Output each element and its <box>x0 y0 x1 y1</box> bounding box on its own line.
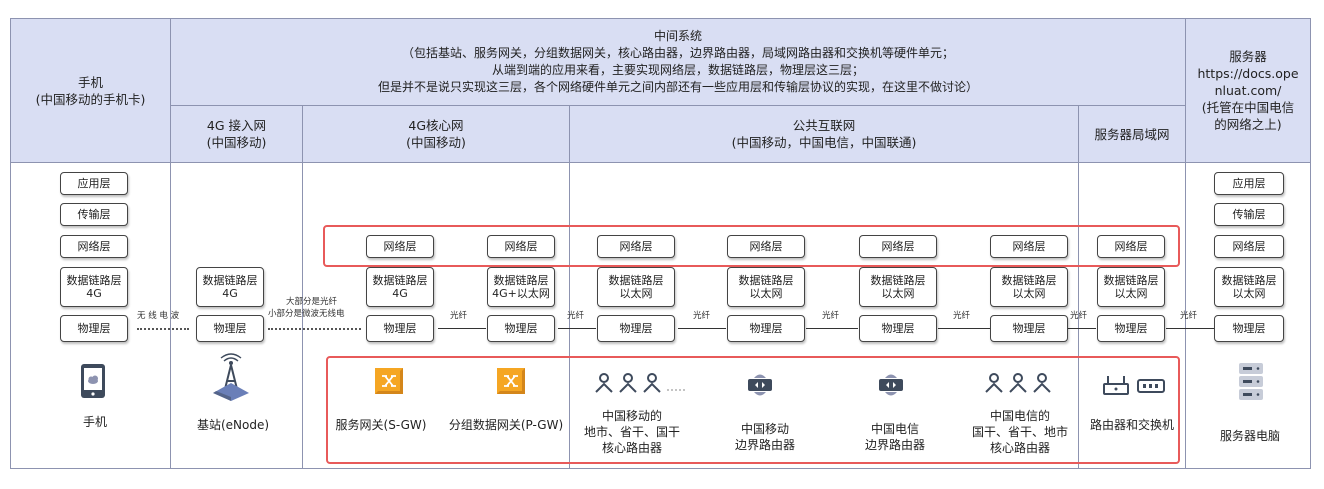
pgw-datalink-layer: 数据链路层 4G+以太网 <box>487 267 555 307</box>
fiber-link <box>558 328 596 329</box>
mostly-fiber-label: 大部分是光纤 <box>286 297 338 307</box>
microwave-label: 小部分是微波无线电 <box>268 309 345 319</box>
phone-label: 手机 <box>82 415 107 429</box>
device-highlight <box>326 356 1180 464</box>
gateway-device-icon <box>497 368 525 394</box>
fiber-link <box>438 328 486 329</box>
lan-network-layer: 网络层 <box>1097 235 1165 258</box>
base-station-physical-layer: 物理层 <box>196 315 264 342</box>
ct-core-network-layer: 网络层 <box>990 235 1068 258</box>
base-station-label: 基站(eNode) <box>196 418 270 432</box>
router-switch-icon <box>1103 376 1165 395</box>
border-router-icon <box>748 374 772 396</box>
column-divider <box>170 163 171 469</box>
header-4g-access: 4G 接入网 (中国移动) <box>170 105 303 163</box>
mobile-phone-icon <box>81 364 105 398</box>
cm-border-physical-layer: 物理层 <box>727 315 805 342</box>
cm-border-network-layer: 网络层 <box>727 235 805 258</box>
sgw-label: 服务网关(S-GW) <box>335 418 427 432</box>
base-station-datalink-layer: 数据链路层 4G <box>196 267 264 307</box>
pgw-network-layer: 网络层 <box>487 235 555 258</box>
ct-core-datalink-layer: 数据链路层 以太网 <box>990 267 1068 307</box>
network-layer-highlight <box>323 225 1180 267</box>
ct-border-physical-layer: 物理层 <box>859 315 937 342</box>
server-network-layer: 网络层 <box>1214 235 1284 258</box>
lan-physical-layer: 物理层 <box>1097 315 1165 342</box>
phone-datalink-layer: 数据链路层 4G <box>60 267 128 307</box>
fiber-label: 光纤 <box>693 311 711 321</box>
sgw-physical-layer: 物理层 <box>366 315 434 342</box>
server-computer-icon <box>1239 363 1263 400</box>
fiber-link <box>938 328 990 329</box>
phone-application-layer: 应用层 <box>60 172 128 195</box>
server-pc-label: 服务器电脑 <box>1219 429 1280 443</box>
server-physical-layer: 物理层 <box>1214 315 1284 342</box>
core-router-network-icon <box>985 373 1051 393</box>
cm-border-datalink-layer: 数据链路层 以太网 <box>727 267 805 307</box>
sgw-network-layer: 网络层 <box>366 235 434 258</box>
gateway-device-icon <box>375 368 403 394</box>
ct-core-physical-layer: 物理层 <box>990 315 1068 342</box>
header-4g-core: 4G核心网 (中国移动) <box>302 105 570 163</box>
border-router-icon <box>879 374 903 396</box>
fiber-label: 光纤 <box>822 311 840 321</box>
phone-physical-layer: 物理层 <box>60 315 128 342</box>
header-server: 服务器 https://docs.ope nluat.com/ (托管在中国电信… <box>1185 18 1311 163</box>
core-router-network-icon <box>595 373 685 393</box>
header-public-internet: 公共互联网 (中国移动，中国电信，中国联通) <box>569 105 1079 163</box>
phone-transport-layer: 传输层 <box>60 203 128 226</box>
column-divider <box>569 163 570 469</box>
ct-border-network-layer: 网络层 <box>859 235 937 258</box>
base-station-tower-icon <box>213 353 249 401</box>
fiber-label: 光纤 <box>953 311 971 321</box>
server-transport-layer: 传输层 <box>1214 203 1284 226</box>
microwave-link <box>268 328 361 330</box>
column-divider <box>302 163 303 469</box>
column-divider <box>1078 163 1079 469</box>
phone-network-layer: 网络层 <box>60 235 128 258</box>
server-application-layer: 应用层 <box>1214 172 1284 195</box>
fiber-link <box>678 328 726 329</box>
cm-core-router-label: 中国移动的 地市、省干、国干 核心路由器 <box>583 409 680 455</box>
lan-datalink-layer: 数据链路层 以太网 <box>1097 267 1165 307</box>
cm-core-physical-layer: 物理层 <box>597 315 675 342</box>
cm-border-router-label: 中国移动 边界路由器 <box>734 422 795 452</box>
fiber-label: 光纤 <box>1070 311 1088 321</box>
column-divider <box>1185 163 1186 469</box>
fiber-label: 光纤 <box>450 311 468 321</box>
fiber-link <box>1068 328 1096 329</box>
router-switch-label: 路由器和交换机 <box>1089 418 1174 432</box>
header-server-lan: 服务器局域网 <box>1078 105 1186 163</box>
fiber-link <box>1166 328 1214 329</box>
pgw-physical-layer: 物理层 <box>487 315 555 342</box>
ct-border-datalink-layer: 数据链路层 以太网 <box>859 267 937 307</box>
header-middle-system: 中间系统 （包括基站、服务网关，分组数据网关，核心路由器，边界路由器，局域网路由… <box>170 18 1186 106</box>
pgw-label: 分组数据网关(P-GW) <box>448 418 564 432</box>
sgw-datalink-layer: 数据链路层 4G <box>366 267 434 307</box>
ct-core-router-label: 中国电信的 国干、省干、地市 核心路由器 <box>971 409 1068 455</box>
fiber-label: 光纤 <box>1180 311 1198 321</box>
server-datalink-layer: 数据链路层 以太网 <box>1214 267 1284 307</box>
fiber-label: 光纤 <box>567 311 585 321</box>
ct-border-router-label: 中国电信 边界路由器 <box>864 422 925 452</box>
wireless-link <box>137 328 189 330</box>
cm-core-datalink-layer: 数据链路层 以太网 <box>597 267 675 307</box>
fiber-link <box>806 328 858 329</box>
cm-core-network-layer: 网络层 <box>597 235 675 258</box>
wireless-link-label: 无 线 电 波 <box>137 311 180 321</box>
header-phone: 手机 (中国移动的手机卡) <box>10 18 171 163</box>
